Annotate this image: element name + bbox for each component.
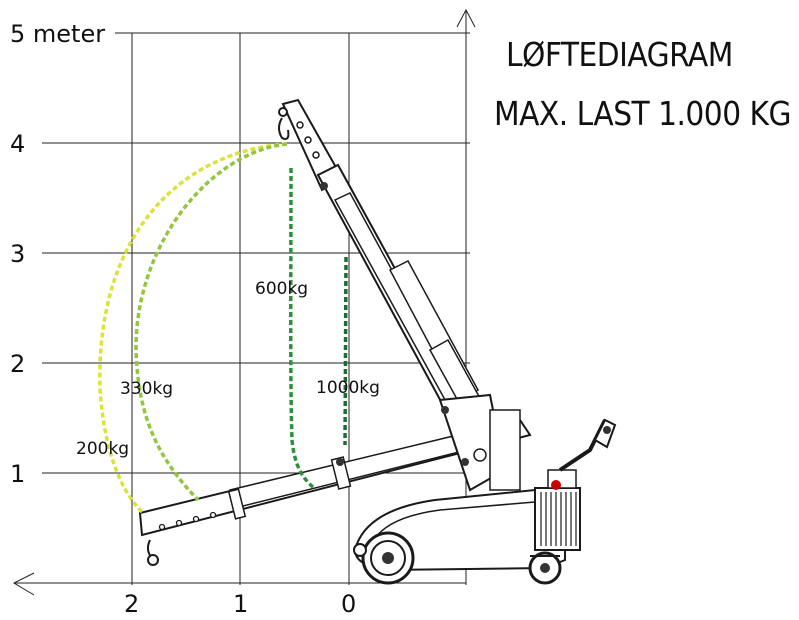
- y-tick-label-3: 3: [10, 240, 25, 268]
- x-tick-label-0: 0: [341, 590, 356, 618]
- y-tick-label-5: 5 meter: [10, 20, 105, 48]
- y-tick-label-1: 1: [10, 460, 25, 488]
- x-tick-label-1: 1: [233, 590, 248, 618]
- rear-wheel: [528, 551, 562, 585]
- crane-illustration: [138, 98, 617, 585]
- y-tick-label-4: 4: [10, 130, 25, 158]
- label-600kg: 600kg: [255, 279, 308, 299]
- raised-boom: [278, 98, 494, 432]
- label-330kg: 330kg: [120, 379, 173, 399]
- mast: [438, 393, 521, 492]
- grid: [42, 32, 470, 585]
- x-tick-label-2: 2: [124, 590, 139, 618]
- diagram-title: LØFTEDIAGRAM: [506, 35, 733, 74]
- curve-1000kg: [343, 256, 348, 446]
- curve-600kg: [289, 167, 316, 490]
- label-1000kg: 1000kg: [316, 378, 380, 398]
- steering-handle: [558, 418, 617, 472]
- y-axis-arrow: [456, 8, 476, 28]
- x-axis-arrow: [12, 572, 35, 596]
- y-tick-label-2: 2: [10, 350, 25, 378]
- lowered-boom: [138, 418, 532, 566]
- max-load-label: MAX. LAST 1.000 KG: [494, 94, 791, 133]
- load-curves: [98, 142, 348, 514]
- curve-200kg: [98, 142, 288, 514]
- curve-330kg: [134, 142, 288, 502]
- front-wheel: [353, 531, 415, 585]
- label-200kg: 200kg: [76, 439, 129, 459]
